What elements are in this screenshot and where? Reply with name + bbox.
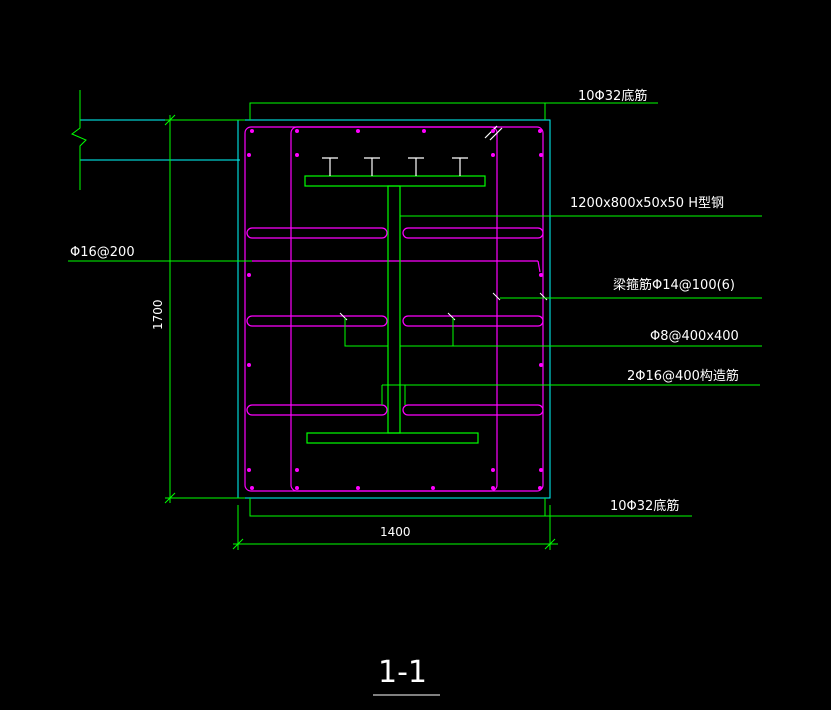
label-top-bars: 10Φ32底筋 [578,88,647,104]
label-bottom-bars: 10Φ32底筋 [610,498,679,514]
bottom-rebar-dot [250,486,254,490]
bottom-rebar-dot [295,486,299,490]
side-rebars [246,227,544,416]
side-rebar-dot [247,363,251,367]
side-rebar-dot [247,468,251,472]
top-rebar-dot [356,129,360,133]
label-side-bars: Φ16@200 [70,245,135,260]
h-steel-section [304,175,486,444]
bottom-rebar-dot [356,486,360,490]
inner-rebar-dot [295,153,299,157]
bottom-rebar-dot [491,486,495,490]
side-rebar-dot [539,468,543,472]
label-stirrups: 梁箍筋Φ14@100(6) [613,277,735,293]
side-rebar-dot [247,273,251,277]
side-rebar-dot [539,363,543,367]
label-h-steel: 1200x800x50x50 H型钢 [570,196,724,211]
side-rebar-dot [539,273,543,277]
inner-rebar-dot [491,468,495,472]
dimension-width: 1400 [380,525,411,539]
inner-rebar-dot [295,468,299,472]
side-rebar-dot [539,153,543,157]
top-rebar-dot [295,129,299,133]
top-rebar-dot [250,129,254,133]
concrete-section-outline [237,119,551,499]
label-construction-bars: 2Φ16@400构造筋 [627,368,739,384]
stirrups [244,125,544,492]
tie-hooks [339,292,548,321]
side-rebar-dot [247,153,251,157]
inner-rebar-dot [491,153,495,157]
main-rebar-dots [247,129,543,490]
bottom-rebar-dot [431,486,435,490]
section-title: 1-1 [378,655,427,690]
leader-lines [68,102,762,517]
bottom-rebar-dot [538,486,542,490]
top-rebar-dot [422,129,426,133]
dimension-lines [164,114,558,550]
shear-studs [322,157,468,176]
top-rebar-dot [491,129,495,133]
label-ties: Φ8@400x400 [650,329,739,344]
top-rebar-dot [538,129,542,133]
dimension-height: 1700 [151,299,165,330]
